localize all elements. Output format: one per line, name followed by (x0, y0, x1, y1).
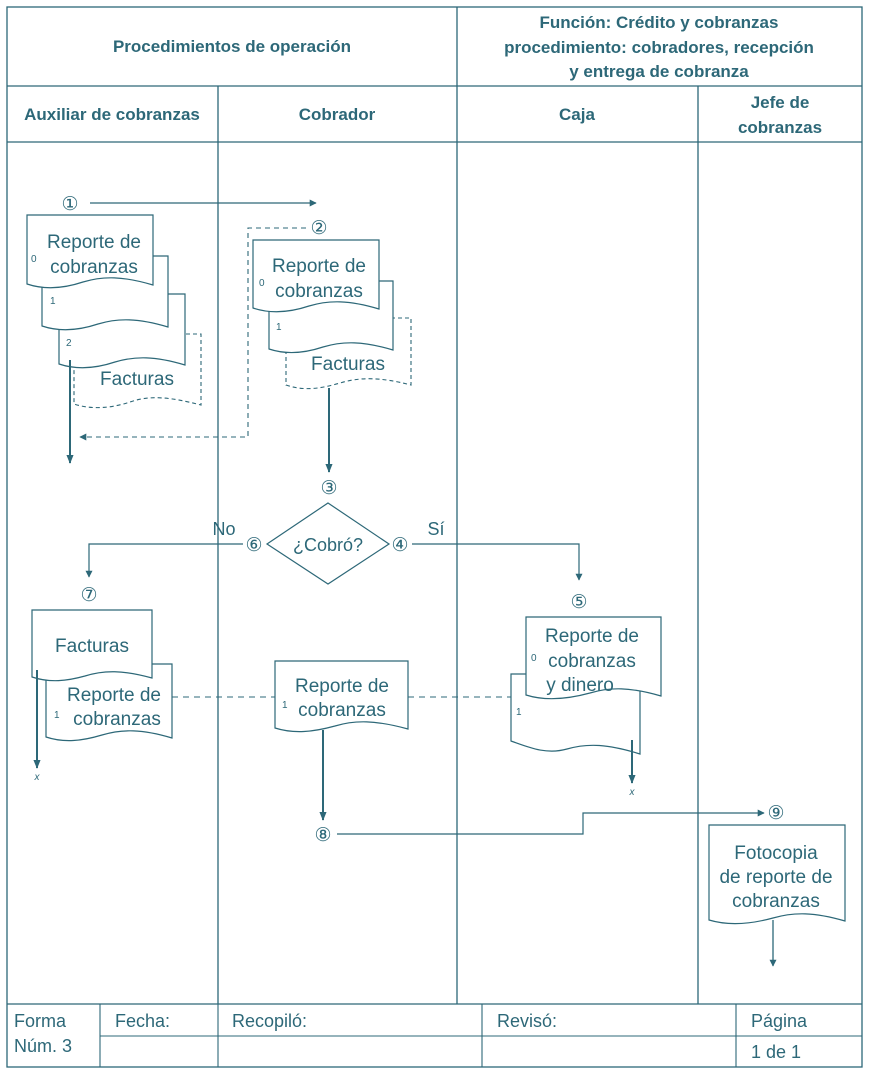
cob-document-stack (252, 239, 412, 390)
aux-copy-number-1: 1 (50, 296, 56, 307)
caja-file-marker: x (629, 787, 636, 798)
caja-copy-number-1: 1 (516, 707, 522, 718)
arrow-step8-to-jefe (337, 809, 765, 835)
cob2-report-doc (274, 660, 409, 733)
step-5-marker: ⑤ (570, 591, 587, 613)
aux2-report-line-1: Reporte de (67, 685, 161, 706)
decision-no-label: No (212, 519, 235, 539)
aux-report-line-1: Reporte de (47, 232, 141, 253)
aux-report-line-2: cobranzas (50, 257, 138, 278)
lane-header-auxiliar: Auxiliar de cobranzas (24, 105, 200, 124)
grid-lines (6, 6, 863, 1068)
aux2-report-line-2: cobranzas (73, 709, 161, 730)
footer-form-line-2: Núm. 3 (14, 1036, 72, 1056)
cob-invoices-label: Facturas (311, 354, 385, 375)
lane-header-jefe-line-2: cobranzas (738, 118, 822, 137)
cob-report-line-2: cobranzas (275, 281, 363, 302)
footer-form-line-1: Forma (14, 1011, 67, 1031)
cob-copy-number-1: 1 (276, 322, 282, 333)
jefe-copy-line-2: de reporte de (719, 867, 832, 888)
aux-second-stack (31, 609, 173, 742)
caja-report-line-1: Reporte de (545, 626, 639, 647)
step-2-marker: ② (310, 217, 327, 239)
caja-copy-number-0: 0 (531, 653, 537, 664)
footer-date-label: Fecha: (115, 1011, 170, 1031)
aux-document-stack (26, 214, 202, 409)
aux2-report-doc (45, 663, 173, 742)
cob-copy-number-0: 0 (259, 278, 265, 289)
aux-file-marker: x (34, 772, 41, 783)
lane-header-cobrador: Cobrador (299, 105, 376, 124)
header-right-title-line-2: procedimiento: cobradores, recepción (504, 38, 814, 57)
lane-header-caja: Caja (559, 105, 595, 124)
lane-header-jefe-line-1: Jefe de (751, 93, 810, 112)
arrow-no-branch (85, 543, 243, 578)
cob2-report-line-1: Reporte de (295, 676, 389, 697)
step-1-marker: ① (61, 193, 78, 215)
aux-copy-number-0: 0 (31, 254, 37, 265)
step-6-marker: ⑥ (245, 534, 262, 556)
caja-document-stack (510, 616, 662, 755)
aux2-invoices-label: Facturas (55, 636, 129, 657)
header-left-title: Procedimientos de operación (113, 37, 351, 56)
caja-report-line-3: y dinero (546, 675, 614, 696)
footer-page-label: Página (751, 1011, 808, 1031)
cob2-report-line-2: cobranzas (298, 700, 386, 721)
step-7-marker: ⑦ (80, 584, 97, 606)
decision-diamond (265, 502, 391, 585)
jefe-photocopy-doc (708, 824, 846, 925)
footer-reviewed-label: Revisó: (497, 1011, 557, 1031)
footer-compiled-label: Recopiló: (232, 1011, 307, 1031)
aux2-invoices-doc (31, 609, 153, 682)
cob-report-line-1: Reporte de (272, 256, 366, 277)
cob2-copy-number-1: 1 (282, 700, 288, 711)
step-8-marker: ⑧ (314, 824, 331, 846)
footer-page-value: 1 de 1 (751, 1042, 801, 1062)
aux-copy-0-doc (26, 214, 154, 289)
header-right-title-line-3: y entrega de cobranza (569, 62, 749, 81)
cob-copy-0-doc (252, 239, 380, 313)
jefe-copy-line-3: cobranzas (732, 891, 820, 912)
aux2-copy-number-1: 1 (54, 710, 60, 721)
step-4-marker: ④ (391, 534, 408, 556)
step-9-marker: ⑨ (767, 802, 784, 824)
header-right-title-line-1: Función: Crédito y cobranzas (540, 13, 779, 32)
caja-report-line-2: cobranzas (548, 651, 636, 672)
jefe-copy-line-1: Fotocopia (734, 843, 818, 864)
dashed-return-to-auxiliar (79, 227, 306, 441)
decision-yes-label: Sí (427, 519, 444, 539)
decision-text: ¿Cobró? (293, 535, 363, 555)
aux-invoices-label: Facturas (100, 369, 174, 390)
arrow-yes-branch (412, 543, 583, 581)
caja-copy-0-doc (525, 616, 662, 700)
step-3-marker: ③ (320, 477, 337, 499)
aux-copy-number-2: 2 (66, 338, 72, 349)
